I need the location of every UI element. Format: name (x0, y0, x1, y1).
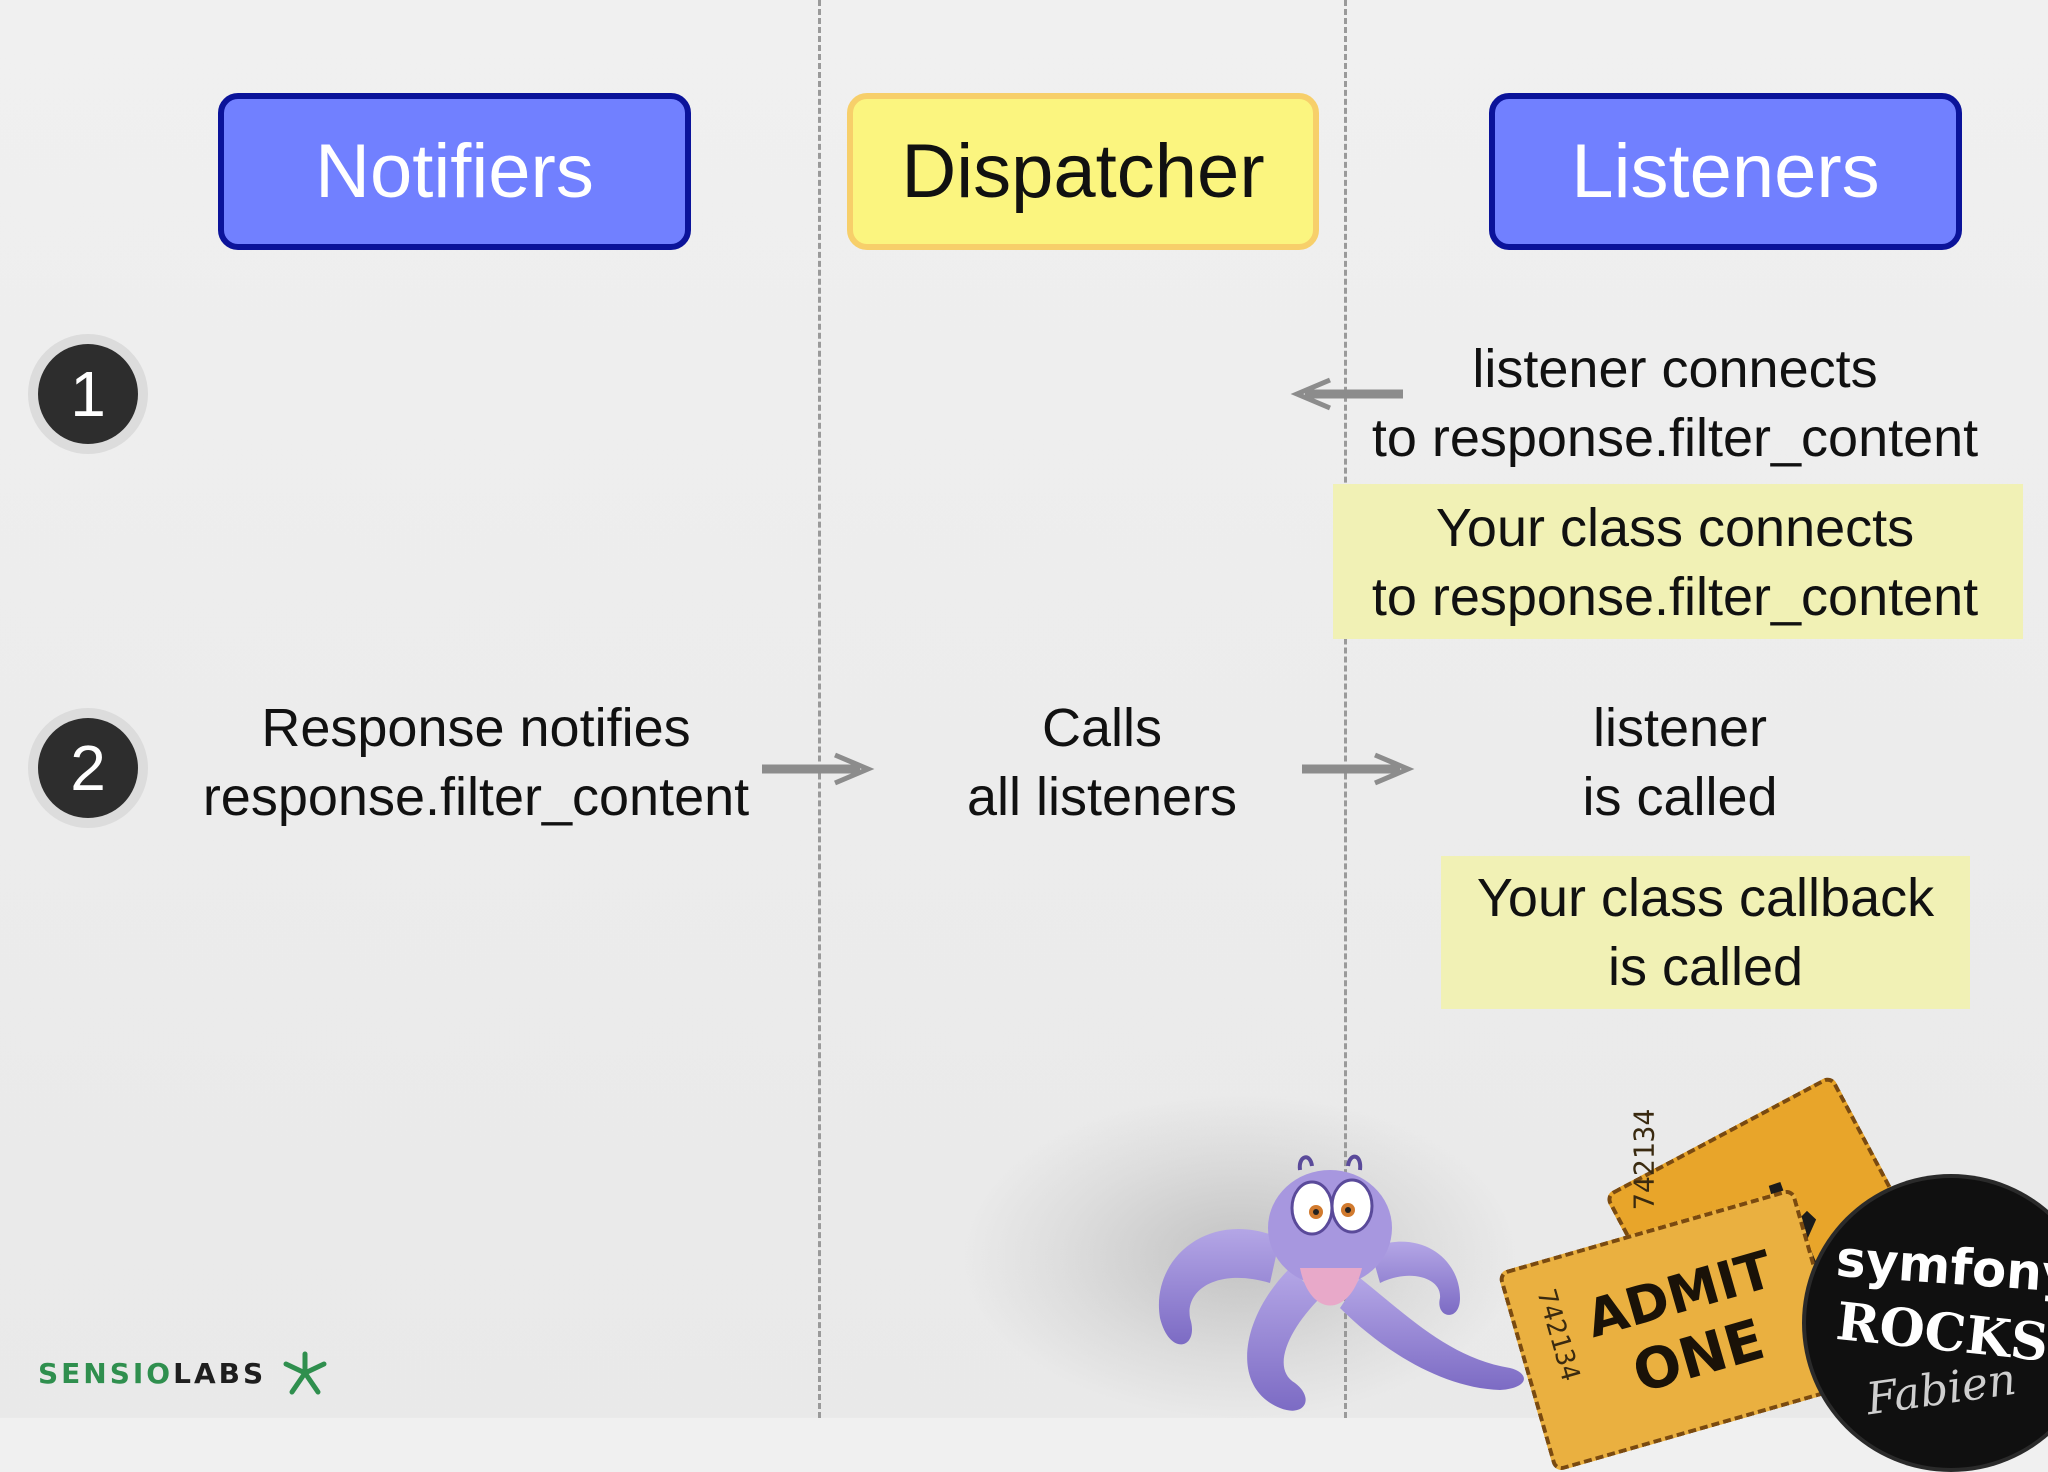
dispatcher-header: Dispatcher (847, 93, 1319, 250)
sensiolabs-logo: SENSIO LABS (38, 1348, 334, 1398)
class-connects-line2: to response.filter_content (1345, 563, 2005, 632)
listeners-header: Listeners (1489, 93, 1962, 250)
response-notifies-line2: response.filter_content (170, 763, 782, 832)
class-callback-line2: is called (1441, 933, 1970, 1002)
badge-rocks-text: ROCKS (1833, 1291, 2048, 1374)
notifiers-header: Notifiers (218, 93, 691, 250)
calls-listeners-line1: Calls (900, 694, 1304, 763)
calls-listeners-line2: all listeners (900, 763, 1304, 832)
calls-listeners-text: Calls all listeners (900, 694, 1304, 832)
listener-connects-text: listener connects to response.filter_con… (1345, 335, 2005, 473)
ticket-front-number: 742134 (1531, 1286, 1586, 1385)
listener-connects-line2: to response.filter_content (1345, 404, 2005, 473)
listener-called-line2: is called (1480, 763, 1880, 832)
sensiolabs-sparkle-icon (276, 1348, 334, 1398)
class-callback-text: Your class callback is called (1441, 864, 1970, 1002)
column-divider-left (818, 0, 821, 1418)
sensiolabs-logo-sensio: SENSIO (38, 1357, 173, 1390)
class-connects-line1: Your class connects (1345, 494, 2005, 563)
step-two-number: 2 (70, 731, 106, 805)
badge-signature-text: Fabien (1863, 1354, 2019, 1425)
class-connects-text: Your class connects to response.filter_c… (1345, 494, 2005, 632)
listener-called-text: listener is called (1480, 694, 1880, 832)
step-one-marker: 1 (38, 344, 138, 444)
connect-arrow (1285, 374, 1405, 414)
notifiers-header-label: Notifiers (315, 128, 594, 215)
call-arrow (1300, 749, 1420, 789)
notify-arrow (760, 749, 880, 789)
step-two-marker: 2 (38, 718, 138, 818)
listener-connects-line1: listener connects (1345, 335, 2005, 404)
ticket-back-number: 742134 (1628, 1109, 1661, 1210)
class-callback-line1: Your class callback (1441, 864, 1970, 933)
octopus-mascot-icon (1130, 1118, 1570, 1418)
step-one-number: 1 (70, 357, 106, 431)
response-notifies-text: Response notifies response.filter_conten… (170, 694, 782, 832)
response-notifies-line1: Response notifies (170, 694, 782, 763)
sensiolabs-logo-labs: LABS (173, 1357, 266, 1390)
dispatcher-header-label: Dispatcher (901, 128, 1264, 215)
listener-called-line1: listener (1480, 694, 1880, 763)
listeners-header-label: Listeners (1571, 128, 1879, 215)
